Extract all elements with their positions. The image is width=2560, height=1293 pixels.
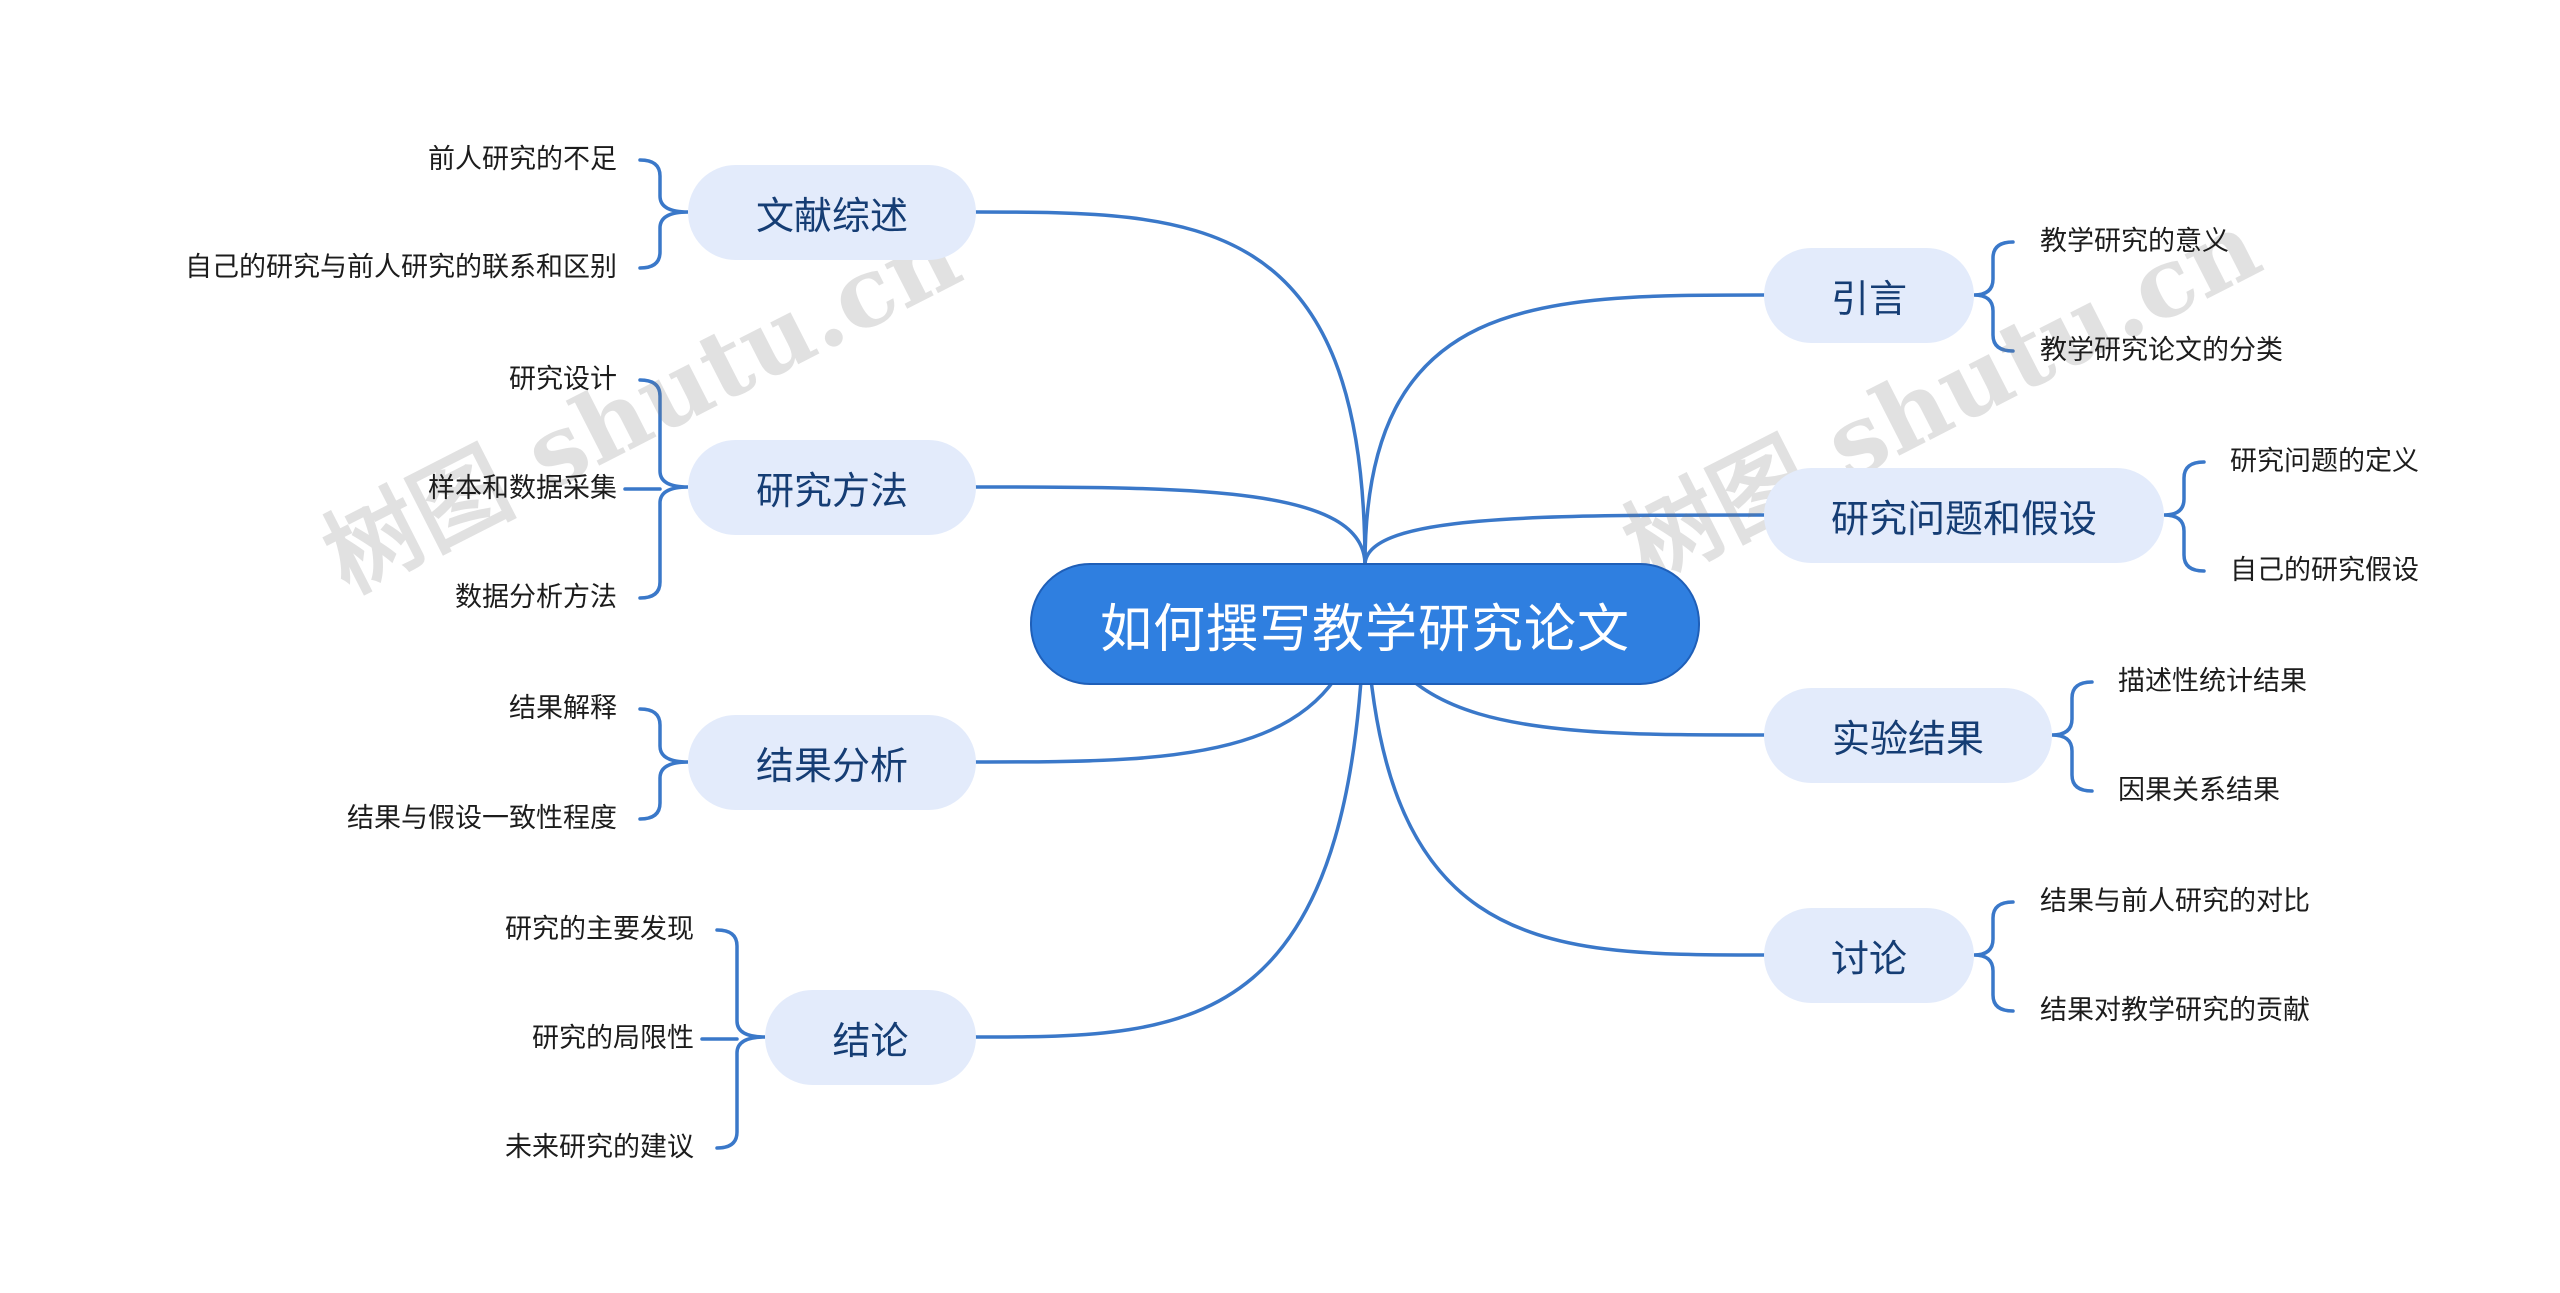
leaf-causal-results[interactable]: 因果关系结果 (2118, 775, 2280, 806)
leaf-literature-relation[interactable]: 自己的研究与前人研究的联系和区别 (185, 252, 617, 283)
root-to-left-branch-0 (974, 210, 1367, 567)
root-to-left-branch-1 (974, 485, 1367, 567)
bracket-questions (2163, 460, 2206, 573)
leaf-hypothesis-consistency[interactable]: 结果与假设一致性程度 (347, 803, 617, 834)
root-topic[interactable]: 如何撰写教学研究论文 (1030, 563, 1700, 685)
bracket-discussion (1973, 900, 2015, 1013)
leaf-research-design[interactable]: 研究设计 (509, 364, 617, 395)
leaf-descriptive-stats[interactable]: 描述性统计结果 (2118, 666, 2307, 697)
leaf-contribution[interactable]: 结果对教学研究的贡献 (2040, 995, 2310, 1026)
branch-experiment-results[interactable]: 实验结果 (1764, 688, 2052, 783)
branch-result-analysis[interactable]: 结果分析 (688, 715, 976, 810)
leaf-sampling[interactable]: 样本和数据采集 (428, 473, 617, 504)
branch-introduction[interactable]: 引言 (1764, 248, 1974, 343)
root-to-left-branch-3 (974, 563, 1367, 1039)
leaf-question-definition[interactable]: 研究问题的定义 (2230, 446, 2419, 477)
branch-discussion[interactable]: 讨论 (1764, 908, 1974, 1003)
branch-questions-hypotheses[interactable]: 研究问题和假设 (1764, 468, 2164, 563)
leaf-future-suggestions[interactable]: 未来研究的建议 (505, 1132, 694, 1163)
branch-research-method[interactable]: 研究方法 (688, 440, 976, 535)
leaf-own-hypothesis[interactable]: 自己的研究假设 (2230, 555, 2419, 586)
leaf-result-interpretation[interactable]: 结果解释 (509, 693, 617, 724)
root-to-right-branch-3 (1363, 563, 1766, 957)
bracket-analysis (638, 707, 689, 821)
branch-literature-review[interactable]: 文献综述 (688, 165, 976, 260)
leaf-limitations[interactable]: 研究的局限性 (532, 1023, 694, 1054)
root-to-right-branch-1 (1363, 513, 1766, 567)
leaf-paper-types[interactable]: 教学研究论文的分类 (2040, 335, 2283, 366)
leaf-literature-gap[interactable]: 前人研究的不足 (428, 144, 617, 175)
leaf-main-findings[interactable]: 研究的主要发现 (505, 914, 694, 945)
leaf-research-significance[interactable]: 教学研究的意义 (2040, 226, 2229, 257)
branch-conclusion[interactable]: 结论 (765, 990, 976, 1085)
bracket-literature (638, 158, 689, 270)
leaf-comparison-prior[interactable]: 结果与前人研究的对比 (2040, 886, 2310, 917)
bracket-introduction (1973, 240, 2015, 353)
bracket-experiment (2051, 680, 2094, 793)
leaf-data-analysis[interactable]: 数据分析方法 (455, 582, 617, 613)
root-to-right-branch-0 (1363, 293, 1766, 567)
